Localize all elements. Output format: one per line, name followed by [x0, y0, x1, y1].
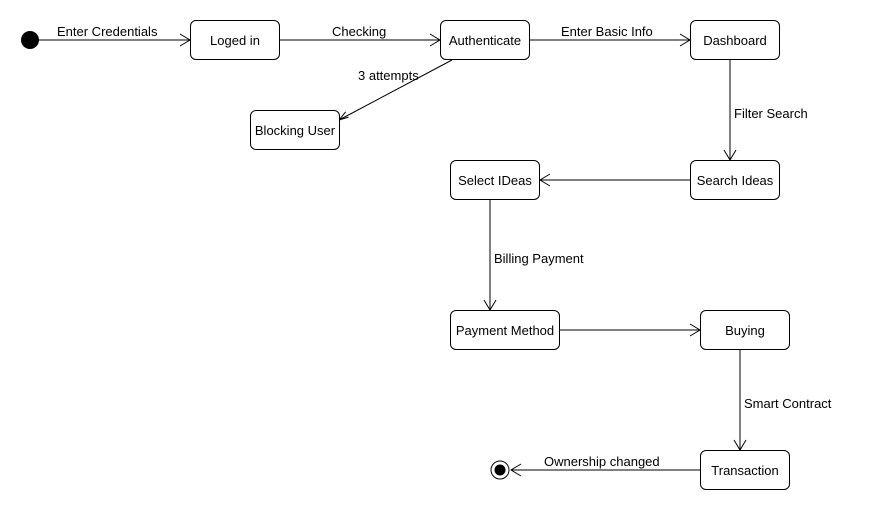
state-buying: Buying — [700, 310, 790, 350]
state-search-ideas: Search Ideas — [690, 160, 780, 200]
transition-search-to-select — [539, 173, 690, 187]
initial-state — [21, 31, 39, 49]
label-checking: Checking — [332, 24, 387, 39]
state-blocking-user: Blocking User — [250, 110, 340, 150]
label-ownership-changed: Ownership changed — [544, 454, 660, 469]
state-authenticate: Authenticate — [440, 20, 530, 60]
state-select-ideas: Select IDeas — [450, 160, 540, 200]
label-smart-contract: Smart Contract — [744, 396, 832, 411]
state-payment-method: Payment Method — [450, 310, 560, 350]
transition-payment-to-buying — [560, 323, 701, 337]
final-state — [490, 460, 510, 480]
label-three-attempts: 3 attempts — [358, 68, 419, 83]
state-loged-in: Loged in — [190, 20, 280, 60]
state-dashboard: Dashboard — [690, 20, 780, 60]
label-enter-basic-info: Enter Basic Info — [561, 24, 653, 39]
label-enter-credentials: Enter Credentials — [57, 24, 158, 39]
transition-ownership-changed — [510, 463, 700, 477]
state-transaction: Transaction — [700, 450, 790, 490]
label-billing-payment: Billing Payment — [494, 251, 584, 266]
label-filter-search: Filter Search — [734, 106, 808, 121]
